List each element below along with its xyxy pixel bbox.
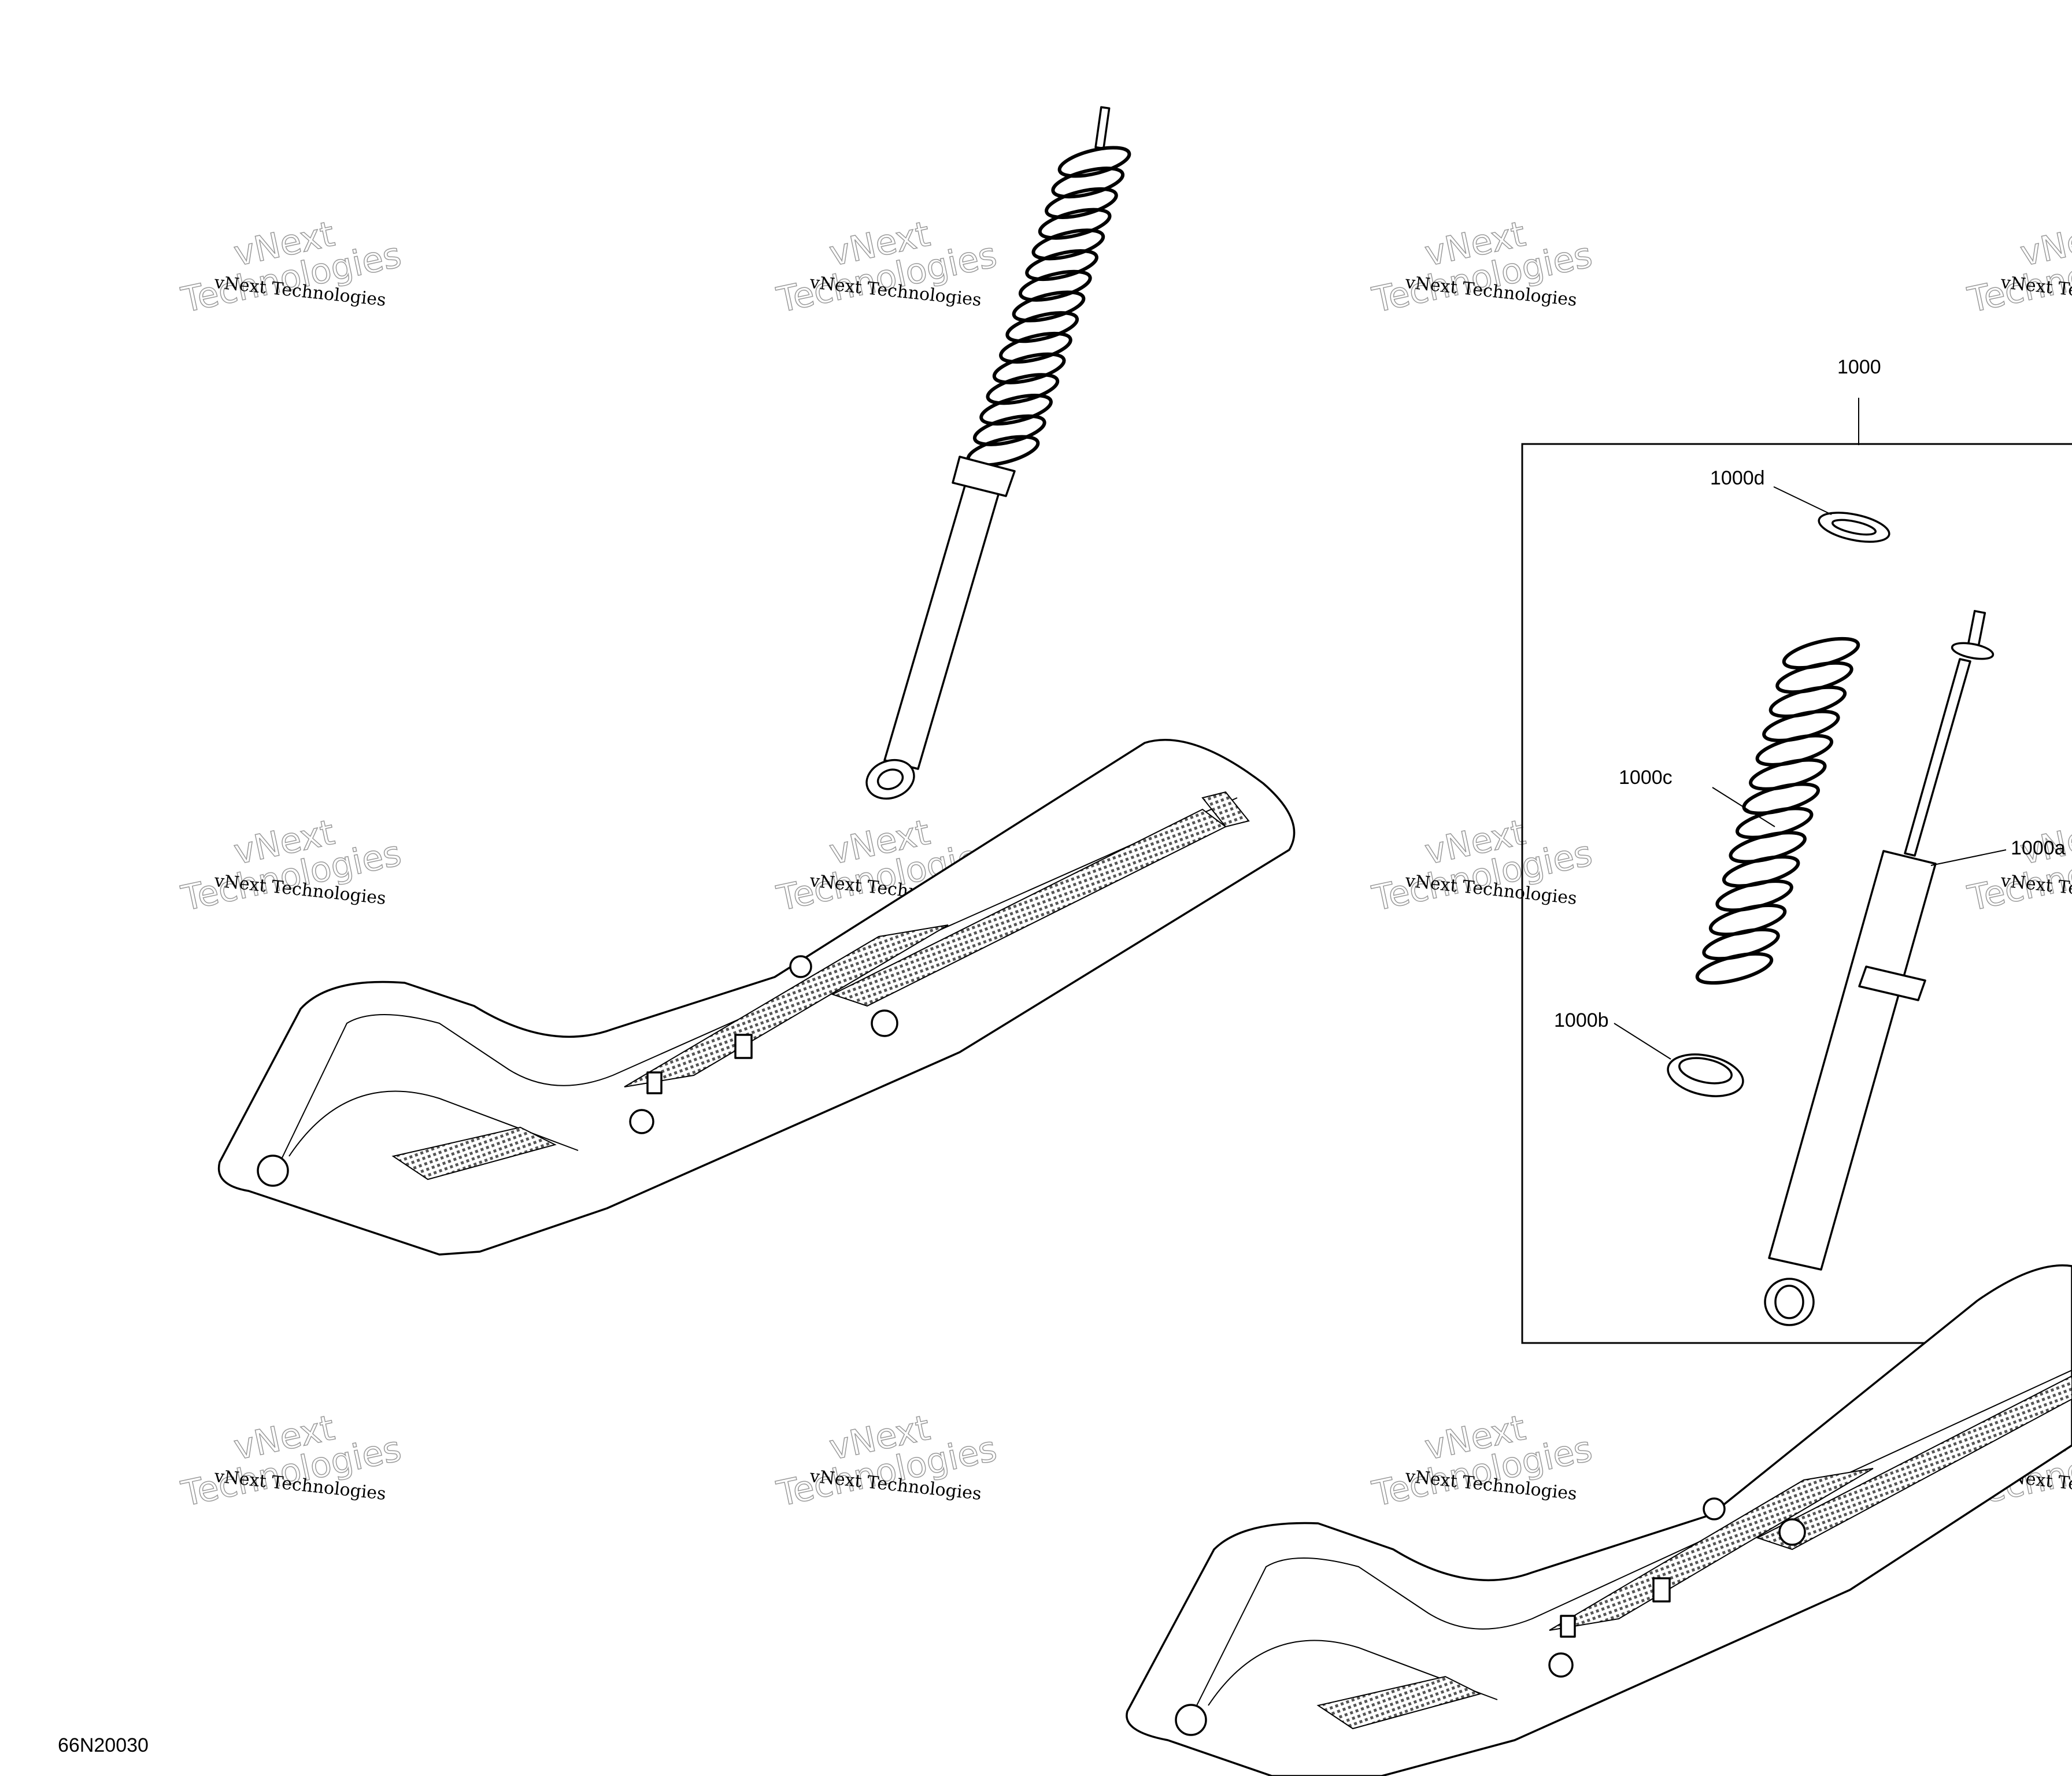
callout-seat: 1000b [1554,1009,1609,1031]
ski-right [1126,1264,2072,1776]
clip-1000d: 1000d [1710,467,1890,543]
callout-clip: 1000d [1710,467,1765,489]
callout-spring: 1000c [1619,767,1673,789]
shock-1000a: 1000a [1764,610,2066,1326]
seat-1000b: 1000b [1554,1009,1744,1097]
spring-1000c: 1000c [1619,637,1860,985]
ski-left [217,739,1296,1256]
shock-absorber-assembled [865,106,1131,800]
reference-code: 66N20030 [58,1734,149,1756]
kit-box: 1000 [1521,356,2072,1344]
callout-shock: 1000a [2011,837,2066,859]
callout-kit: 1000 [1837,356,1881,378]
